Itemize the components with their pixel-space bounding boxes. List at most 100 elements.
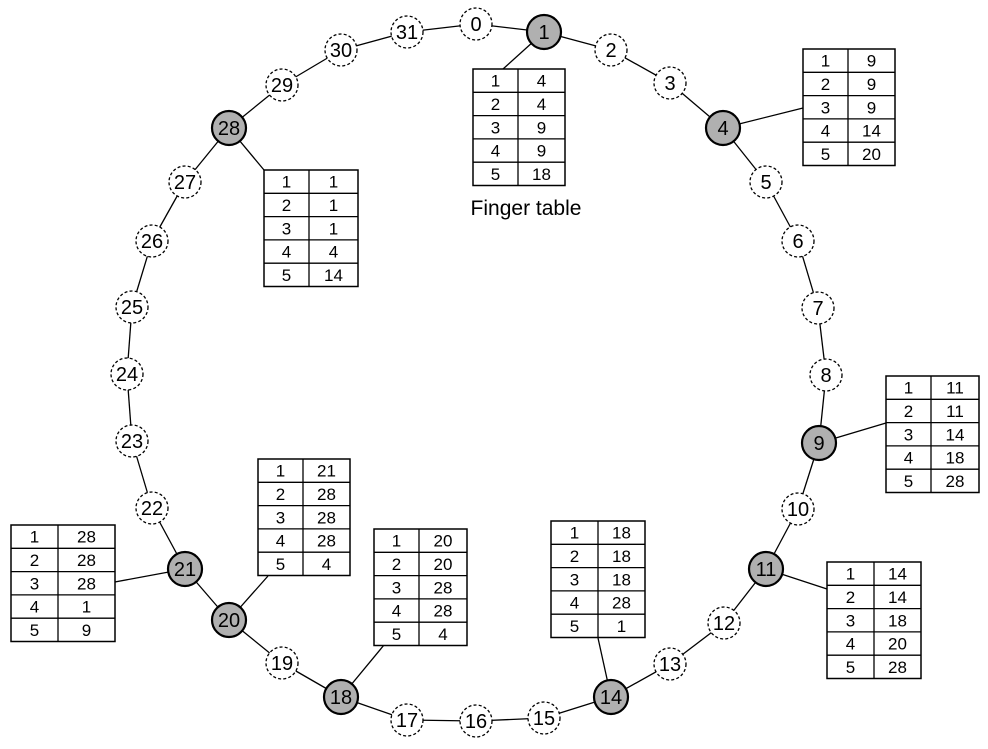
- successor-cell: 28: [434, 602, 453, 621]
- node-label: 11: [756, 559, 777, 581]
- node-label: 24: [116, 364, 138, 386]
- successor-cell: 4: [438, 625, 447, 644]
- node-label: 29: [271, 75, 293, 97]
- node-circle: [135, 491, 169, 525]
- node-label: 0: [470, 14, 481, 36]
- finger-index-cell: 2: [282, 196, 291, 215]
- successor-cell: 9: [537, 142, 546, 161]
- successor-cell: 21: [317, 462, 336, 481]
- node-circle: [749, 165, 783, 199]
- node-label: 13: [659, 654, 681, 676]
- finger-index-cell: 4: [821, 122, 830, 141]
- successor-cell: 1: [617, 617, 626, 636]
- successor-cell: 14: [888, 565, 907, 584]
- node-label: 10: [787, 499, 809, 521]
- node-circle: [265, 68, 299, 102]
- successor-cell: 20: [434, 532, 453, 551]
- finger-index-cell: 4: [846, 635, 855, 654]
- node-label: 8: [820, 365, 831, 387]
- finger-table-caption: Finger table: [471, 197, 582, 220]
- successor-cell: 1: [82, 598, 91, 617]
- successor-cell: 1: [329, 173, 338, 192]
- successor-cell: 14: [946, 425, 965, 444]
- successor-cell: 28: [317, 532, 336, 551]
- active-node-4: 4: [704, 109, 742, 147]
- node-31: 31: [390, 15, 424, 49]
- finger-index-cell: 3: [821, 98, 830, 117]
- finger-index-cell: 5: [30, 621, 39, 640]
- node-circle: [801, 291, 835, 325]
- node-circle: [110, 357, 144, 391]
- successor-cell: 28: [77, 574, 96, 593]
- node-circle: [210, 601, 248, 639]
- node-circle: [800, 424, 838, 462]
- finger-index-cell: 4: [392, 602, 401, 621]
- finger-index-cell: 3: [491, 118, 500, 137]
- node-label: 2: [605, 40, 616, 62]
- node-circle: [653, 66, 687, 100]
- finger-index-cell: 5: [282, 266, 291, 285]
- node-circle: [115, 290, 149, 324]
- finger-index-cell: 2: [276, 485, 285, 504]
- active-node-1: 1: [525, 13, 563, 51]
- node-13: 13: [653, 647, 687, 681]
- finger-index-cell: 3: [30, 574, 39, 593]
- node-23: 23: [115, 424, 149, 458]
- node-circle: [592, 678, 630, 716]
- active-node-18: 18: [322, 678, 360, 716]
- node-label: 4: [717, 118, 728, 140]
- successor-cell: 18: [946, 449, 965, 468]
- finger-index-cell: 4: [570, 594, 579, 613]
- node-label: 6: [792, 231, 803, 253]
- finger-index-cell: 5: [276, 555, 285, 574]
- node-25: 25: [115, 290, 149, 324]
- node-circle: [707, 606, 741, 640]
- node-30: 30: [324, 33, 358, 67]
- node-circle: [809, 358, 843, 392]
- finger-index-cell: 2: [570, 547, 579, 566]
- node-circle: [704, 109, 742, 147]
- node-19: 19: [265, 646, 299, 680]
- successor-cell: 11: [946, 402, 964, 421]
- node-27: 27: [168, 165, 202, 199]
- successor-cell: 28: [434, 578, 453, 597]
- node-label: 27: [174, 172, 196, 194]
- node-6: 6: [781, 224, 815, 258]
- successor-cell: 1: [329, 219, 338, 238]
- active-node-14: 14: [592, 678, 630, 716]
- table-border: [257, 458, 351, 577]
- table-border: [885, 375, 980, 494]
- finger-index-cell: 1: [392, 532, 401, 551]
- node-label: 7: [812, 298, 823, 320]
- successor-cell: 11: [946, 379, 964, 398]
- successor-cell: 28: [77, 528, 96, 547]
- node-circle: [135, 224, 169, 258]
- finger-index-cell: 2: [846, 588, 855, 607]
- table-border: [802, 48, 896, 167]
- finger-index-cell: 2: [821, 75, 830, 94]
- node-label: 14: [600, 687, 622, 709]
- node-label: 12: [713, 613, 735, 635]
- finger-index-cell: 1: [904, 379, 913, 398]
- successor-cell: 20: [434, 555, 453, 574]
- successor-cell: 14: [324, 266, 343, 285]
- node-26: 26: [135, 224, 169, 258]
- node-5: 5: [749, 165, 783, 199]
- active-node-20: 20: [210, 601, 248, 639]
- successor-cell: 14: [862, 122, 881, 141]
- successor-cell: 18: [612, 547, 631, 566]
- table-border: [263, 169, 359, 288]
- node-label: 22: [141, 498, 163, 520]
- node-0: 0: [459, 7, 493, 41]
